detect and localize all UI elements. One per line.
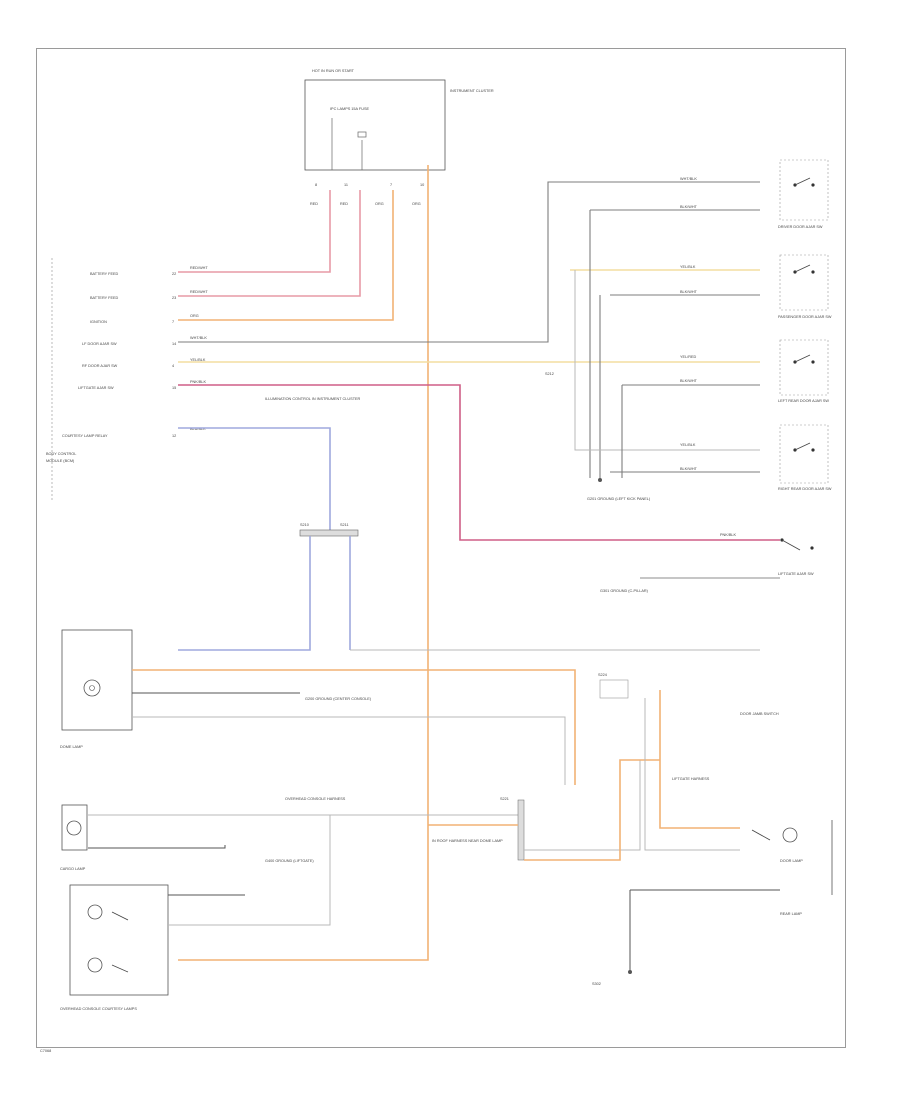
ground-label-1: G201 GROUND (LEFT KICK PANEL) — [587, 497, 651, 501]
svg-text:BLK/WHT: BLK/WHT — [680, 205, 698, 209]
fuse-box-module: HOT IN RUN OR START IPC LAMPS 15A FUSE I… — [304, 69, 494, 206]
note-overhead-harness: OVERHEAD CONSOLE HARNESS — [285, 797, 346, 801]
fuse-pin-1: 8 — [315, 183, 317, 187]
right-rear-door-switch: RIGHT REAR DOOR AJAR SW YEL/BLK BLK/WHT — [610, 424, 832, 491]
svg-text:BLK/WHT: BLK/WHT — [680, 290, 698, 294]
note-illumination: ILLUMINATION CONTROL IN INSTRUMENT CLUST… — [265, 397, 361, 401]
note-liftgate-harness: LIFTGATE HARNESS — [672, 777, 710, 781]
svg-text:CARGO LAMP: CARGO LAMP — [60, 867, 86, 871]
bcm-pin-3-color: ORG — [190, 314, 199, 318]
body-control-module: BODY CONTROL MODULE (BCM) BATTERY FEED 2… — [46, 258, 208, 500]
splice-s210: S210 S211 — [299, 523, 359, 537]
svg-text:S221: S221 — [500, 797, 509, 801]
svg-text:S210: S210 — [300, 523, 309, 527]
passenger-door-switch: PASSENGER DOOR AJAR SW YEL/BLK BLK/WHT — [570, 254, 832, 319]
svg-text:PNK/BLK: PNK/BLK — [720, 533, 737, 537]
bcm-pin-5-color: YEL/BLK — [190, 358, 206, 362]
bcm-pin-3-name: IGNITION — [90, 320, 107, 324]
bcm-line-2: MODULE (BCM) — [46, 459, 75, 463]
svg-text:OVERHEAD CONSOLE COURTESY LAMP: OVERHEAD CONSOLE COURTESY LAMPS — [60, 1007, 137, 1011]
ground-label-3: G200 GROUND (CENTER CONSOLE) — [305, 697, 372, 701]
svg-text:DRIVER DOOR AJAR SW: DRIVER DOOR AJAR SW — [778, 225, 823, 229]
bcm-pin-3-num: 7 — [172, 320, 174, 324]
svg-text:LIFTGATE AJAR SW: LIFTGATE AJAR SW — [778, 572, 814, 576]
ground-label-2: G301 GROUND (C-PILLAR) — [600, 589, 649, 593]
svg-text:YEL/RED: YEL/RED — [680, 355, 697, 359]
dome-lamp: DOME LAMP — [60, 629, 133, 749]
bcm-pin-7-name: COURTESY LAMP RELAY — [62, 434, 108, 438]
bcm-pin-2-color: RED/WHT — [190, 290, 208, 294]
bcm-pin-2-name: BATTERY FEED — [90, 296, 119, 300]
svg-text:LEFT REAR DOOR AJAR SW: LEFT REAR DOOR AJAR SW — [778, 399, 829, 403]
bcm-pin-1-color: RED/WHT — [190, 266, 208, 270]
svg-text:WHT/BLK: WHT/BLK — [680, 177, 697, 181]
cargo-lamp: CARGO LAMP — [60, 804, 88, 871]
fuse-box-note: INSTRUMENT CLUSTER — [450, 89, 494, 93]
bcm-pin-6-name: LIFTGATE AJAR SW — [78, 386, 114, 390]
bcm-pin-7-num: 12 — [172, 434, 176, 438]
bcm-pin-6-num: 15 — [172, 386, 176, 390]
bcm-pin-1-name: BATTERY FEED — [90, 272, 119, 276]
fuse-box-header: HOT IN RUN OR START — [312, 69, 355, 73]
splice-s302: S302 — [592, 982, 601, 986]
svg-text:BLK/WHT: BLK/WHT — [680, 379, 698, 383]
svg-text:RIGHT REAR DOOR AJAR SW: RIGHT REAR DOOR AJAR SW — [778, 487, 832, 491]
left-rear-door-switch: LEFT REAR DOOR AJAR SW YEL/RED BLK/WHT — [622, 339, 829, 403]
bcm-pin-4-color: WHT/BLK — [190, 336, 207, 340]
bcm-pin-7-color: BLU/BLK — [190, 427, 206, 431]
bcm-pin-4-name: LF DOOR AJAR SW — [82, 342, 117, 346]
svg-text:YEL/BLK: YEL/BLK — [680, 443, 696, 447]
bcm-pin-4-num: 14 — [172, 342, 176, 346]
bcm-line-1: BODY CONTROL — [46, 452, 76, 456]
bcm-pin-5-num: 4 — [172, 364, 174, 368]
overhead-console-lamps: OVERHEAD CONSOLE COURTESY LAMPS — [60, 884, 169, 1011]
svg-text:DOME LAMP: DOME LAMP — [60, 745, 83, 749]
svg-text:DOOR LAMP: DOOR LAMP — [780, 859, 803, 863]
fuse-wire-3: ORG — [375, 202, 384, 206]
door-switches: DRIVER DOOR AJAR SW WHT/BLK BLK/WHT PASS… — [570, 159, 832, 576]
svg-text:YEL/BLK: YEL/BLK — [680, 265, 696, 269]
rear-lamp-label: REAR LAMP — [780, 912, 802, 916]
footer-code: C7068 — [40, 1049, 51, 1053]
svg-text:DOOR JAMB SWITCH: DOOR JAMB SWITCH — [740, 712, 779, 716]
svg-text:S211: S211 — [340, 523, 349, 527]
svg-text:S224: S224 — [598, 673, 607, 677]
bcm-pin-2-num: 23 — [172, 296, 176, 300]
fuse-wire-2: RED — [340, 202, 348, 206]
splice-label: S212 — [545, 372, 554, 376]
door-lamp-right: S224 DOOR JAMB SWITCH DOOR LAMP — [598, 673, 833, 895]
fuse-wire-1: RED — [310, 202, 318, 206]
bcm-pin-6-color: PNK/BLK — [190, 380, 207, 384]
driver-door-switch: DRIVER DOOR AJAR SW WHT/BLK BLK/WHT — [590, 159, 829, 229]
fuse-pin-4: 10 — [420, 183, 424, 187]
svg-text:BLK/WHT: BLK/WHT — [680, 467, 698, 471]
fuse-pin-3: 7 — [390, 183, 392, 187]
fuse-pin-2: 11 — [344, 183, 348, 187]
bcm-pin-5-name: RF DOOR AJAR SW — [82, 364, 118, 368]
note-roof-harness: IN ROOF HARNESS NEAR DOME LAMP — [432, 839, 503, 843]
liftgate-switch: LIFTGATE AJAR SW PNK/BLK — [720, 533, 814, 576]
ground-label-4: G400 GROUND (LIFTGATE) — [265, 859, 314, 863]
fuse-label: IPC LAMPS 15A FUSE — [330, 107, 370, 111]
svg-text:PASSENGER DOOR AJAR SW: PASSENGER DOOR AJAR SW — [778, 315, 832, 319]
fuse-wire-4: ORG — [412, 202, 421, 206]
bcm-pin-1-num: 22 — [172, 272, 176, 276]
diagram-frame — [36, 48, 846, 1048]
